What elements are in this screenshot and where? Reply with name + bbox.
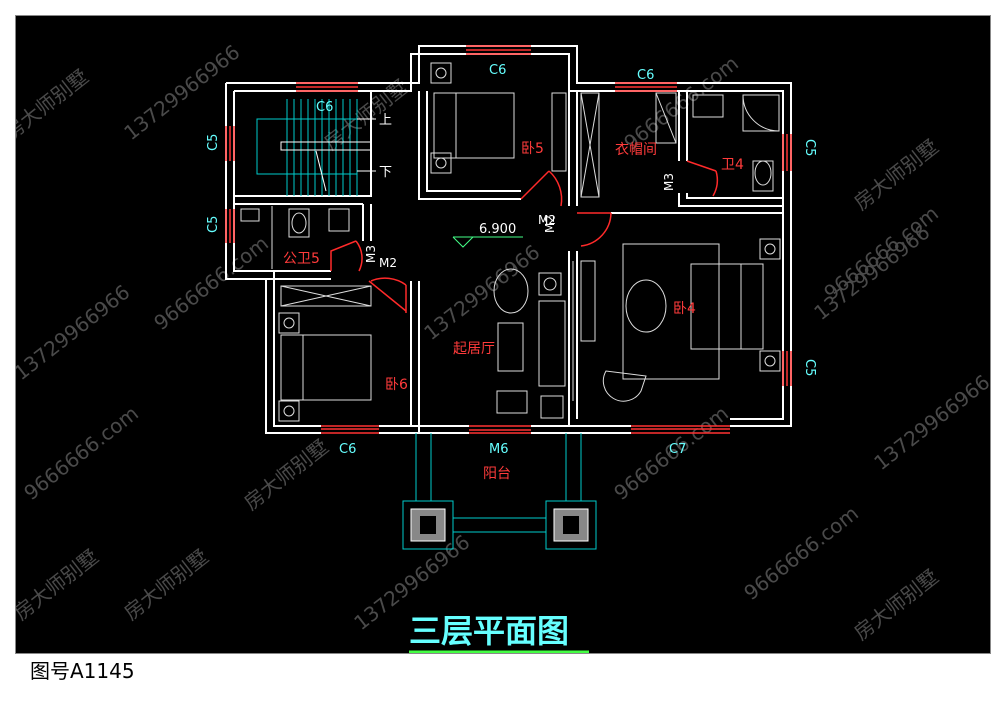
window-c6-bed5 <box>466 45 531 55</box>
column-2 <box>553 508 589 542</box>
balcony <box>402 433 597 550</box>
drawing-code: 图号A1145 <box>30 659 135 683</box>
window-c6-stair <box>296 82 358 92</box>
window-c5-public-bath <box>225 209 235 243</box>
door-label-m2-closet: M2 <box>543 215 557 233</box>
window-c5-stair <box>225 126 235 161</box>
door-label-m6: M6 <box>489 442 509 457</box>
round-table <box>493 268 529 314</box>
window-c7-bed4 <box>631 425 730 434</box>
room-label-bedroom4: 卧4 <box>673 301 696 317</box>
room-label-bedroom5: 卧5 <box>521 141 544 157</box>
walls <box>225 45 792 434</box>
watermark-site: 9666666.com <box>819 201 943 305</box>
window-label-c5-stair: C5 <box>206 134 221 151</box>
sofa <box>538 300 566 387</box>
window-label-c5-bed4: C5 <box>802 359 817 376</box>
floor-plan: 13729966966 9666666.com 房大师别墅 房大师别墅 1372… <box>16 40 990 653</box>
door-label-m3-public-bath: M3 <box>364 245 378 263</box>
bed-6 <box>280 334 372 401</box>
watermark-site: 9666666.com <box>149 231 273 335</box>
plan-title: 三层平面图 <box>409 612 569 650</box>
room-label-bath4: 卫4 <box>721 157 744 173</box>
bed-5 <box>433 92 515 159</box>
room-label-closet: 衣帽间 <box>615 142 657 158</box>
window-label-c6-bed5: C6 <box>489 63 506 78</box>
room-label-balcony: 阳台 <box>483 466 511 482</box>
watermark-brand: 房大师别墅 <box>849 564 943 644</box>
elevation-label: 6.900 <box>479 222 516 237</box>
watermark-site: 9666666.com <box>739 501 863 605</box>
window-c5-bed4 <box>782 351 792 386</box>
door-m6-living <box>469 425 531 434</box>
bed-4 <box>690 263 764 350</box>
elevation-marker <box>452 236 523 248</box>
door-swing-m2-closet <box>577 212 612 247</box>
window-label-c6-bed6: C6 <box>339 442 356 457</box>
watermark-phone: 13729966966 <box>16 280 134 385</box>
door-label-m2-bed6: M2 <box>379 256 397 270</box>
window-label-c5-public-bath: C5 <box>206 216 221 233</box>
watermark-phone: 13729966966 <box>869 370 990 475</box>
watermark-site: 9666666.com <box>19 401 143 505</box>
furniture <box>240 62 781 422</box>
door-swing-m3-bath4 <box>686 160 719 197</box>
door-label-m2-bed5: M2 <box>538 213 556 227</box>
window-c5-bath4 <box>782 134 792 171</box>
door-swing-m3-public-bath <box>330 240 363 272</box>
watermark-layer: 13729966966 9666666.com 房大师别墅 房大师别墅 1372… <box>16 40 990 645</box>
room-label-public-bath: 公卫5 <box>283 251 320 267</box>
window-label-c6-closet: C6 <box>637 68 654 83</box>
door-swing-m2-bed5 <box>520 170 563 207</box>
column-1 <box>410 508 446 542</box>
windows <box>225 45 792 434</box>
door-swing-m2-bed6 <box>368 277 407 312</box>
window-label-c7-bed4: C7 <box>669 442 686 457</box>
room-label-living: 起居厅 <box>453 341 495 357</box>
window-c6-bed6 <box>321 425 379 434</box>
watermark-brand: 房大师别墅 <box>239 434 333 514</box>
watermark-brand: 房大师别墅 <box>16 64 93 144</box>
round-table-bed4 <box>625 279 667 333</box>
stair-down-label: 下 <box>379 165 392 180</box>
watermark-brand: 房大师别墅 <box>16 544 103 624</box>
window-label-c6-stair: C6 <box>316 100 333 115</box>
stair-up-label: 上 <box>379 113 392 128</box>
watermark-site: 9666666.com <box>619 51 743 155</box>
window-label-c5-bath4: C5 <box>802 139 817 156</box>
stair <box>256 99 376 196</box>
drawing-frame: 13729966966 9666666.com 房大师别墅 房大师别墅 1372… <box>15 15 991 654</box>
doors <box>330 160 719 313</box>
door-label-m3-bath4: M3 <box>662 173 676 191</box>
watermark-phone: 13729966966 <box>419 240 544 345</box>
room-label-bedroom6: 卧6 <box>385 377 408 393</box>
watermark-brand: 房大师别墅 <box>119 544 213 624</box>
window-c6-closet <box>615 82 677 92</box>
